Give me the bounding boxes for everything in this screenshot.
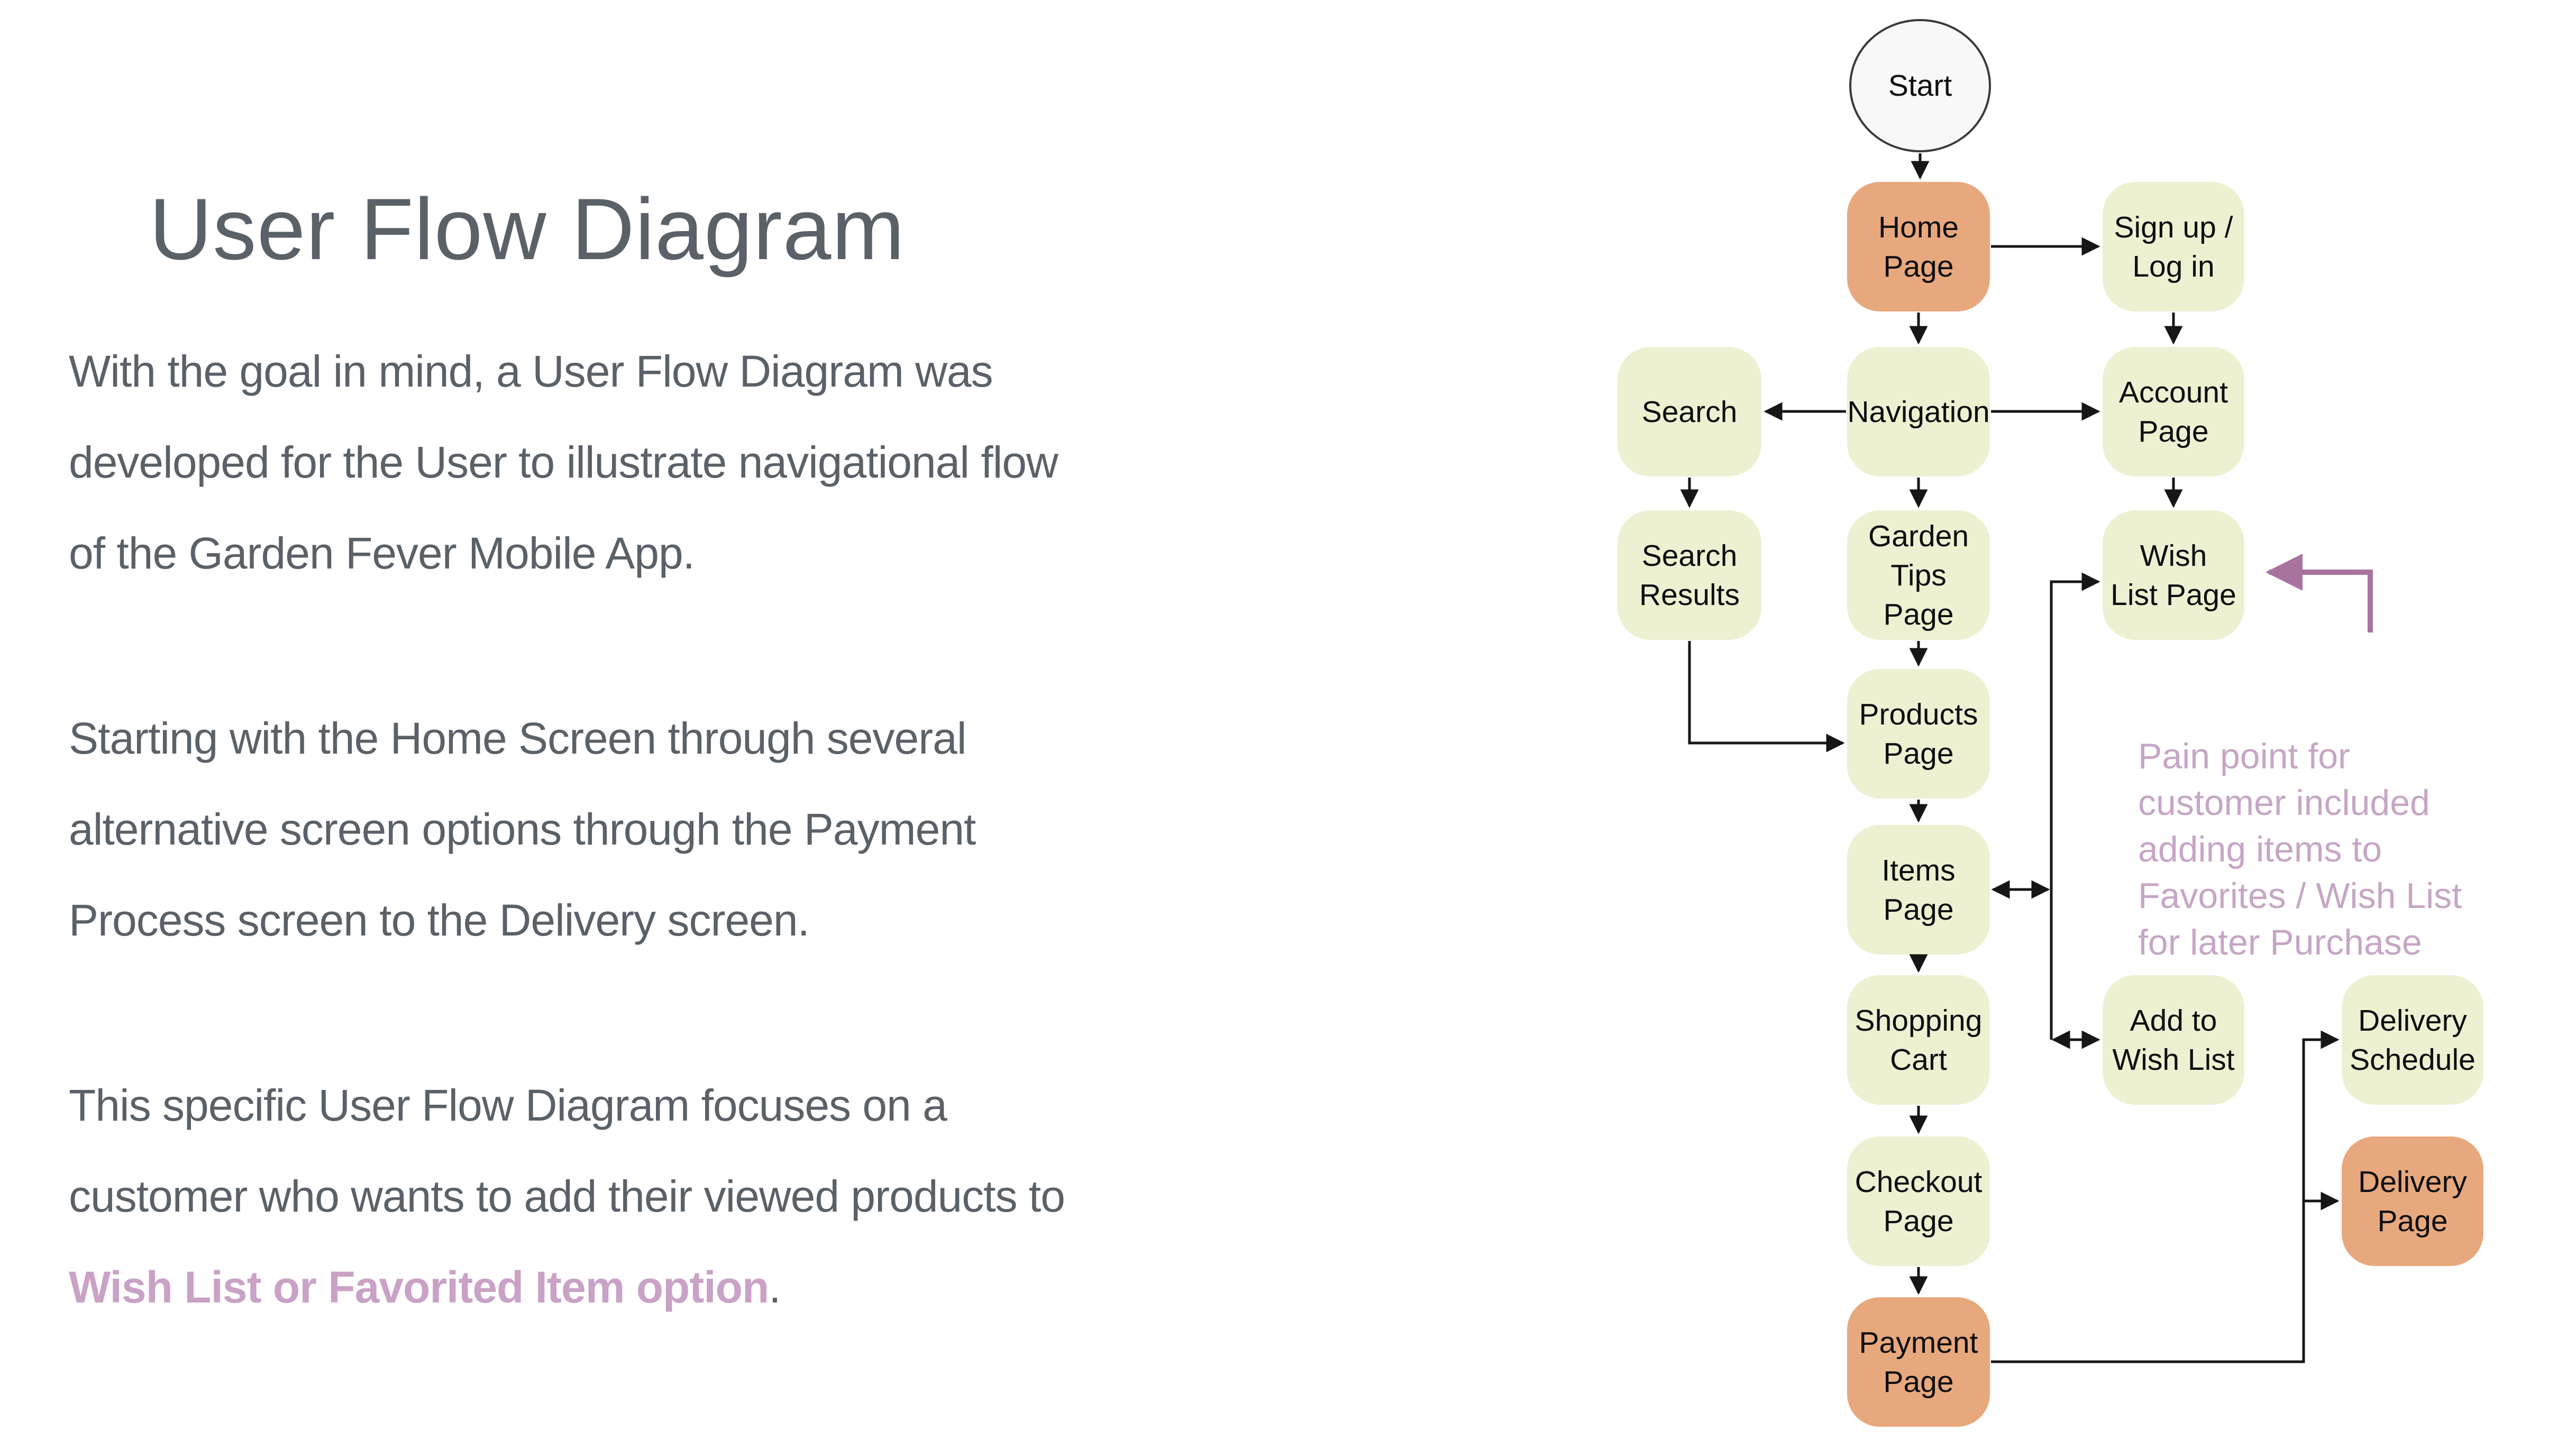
node-navigation: Navigation	[1847, 347, 1990, 476]
node-payment-page: Payment Page	[1847, 1297, 1990, 1427]
pain-point-annotation: Pain point for customer included adding …	[2138, 736, 2462, 962]
intro-paragraph-3-highlight: Wish List or Favorited Item option	[69, 1262, 769, 1313]
node-products-page: Products Page	[1847, 669, 1990, 799]
node-garden-tips-page: Garden Tips Page	[1847, 510, 1990, 640]
node-account-page: Account Page	[2103, 347, 2244, 476]
node-search-results: Search Results	[1618, 510, 1761, 640]
intro-paragraph-3-period: .	[769, 1262, 781, 1313]
intro-paragraph-1: With the goal in mind, a User Flow Diagr…	[69, 346, 1058, 579]
intro-panel: User Flow Diagram With the goal in mind,…	[69, 175, 1486, 1333]
node-signup-login: Sign up / Log in	[2103, 182, 2244, 311]
node-home-page: Home Page	[1847, 182, 1990, 311]
node-start: Start	[1849, 19, 1991, 152]
intro-paragraph-3-text: This specific User Flow Diagram focuses …	[69, 1080, 1065, 1222]
node-checkout-page: Checkout Page	[1847, 1136, 1990, 1266]
page-title: User Flow Diagram	[149, 180, 905, 278]
node-search: Search	[1618, 347, 1761, 476]
node-add-to-wish-list: Add to Wish List	[2103, 975, 2244, 1105]
intro-paragraph-3: This specific User Flow Diagram focuses …	[69, 1060, 1486, 1333]
arrow-results-to-products	[1688, 641, 1845, 753]
node-delivery-page: Delivery Page	[2342, 1136, 2483, 1266]
node-delivery-schedule: Delivery Schedule	[2342, 975, 2483, 1105]
intro-paragraph-2: Starting with the Home Screen through se…	[69, 713, 976, 946]
node-items-page: Items Page	[1847, 825, 1990, 955]
pain-point-arrow	[2266, 554, 2373, 632]
arrow-link-line-to-wishlist	[2050, 572, 2100, 1040]
node-wish-list-page: Wish List Page	[2103, 510, 2244, 640]
node-shopping-cart: Shopping Cart	[1847, 975, 1990, 1105]
